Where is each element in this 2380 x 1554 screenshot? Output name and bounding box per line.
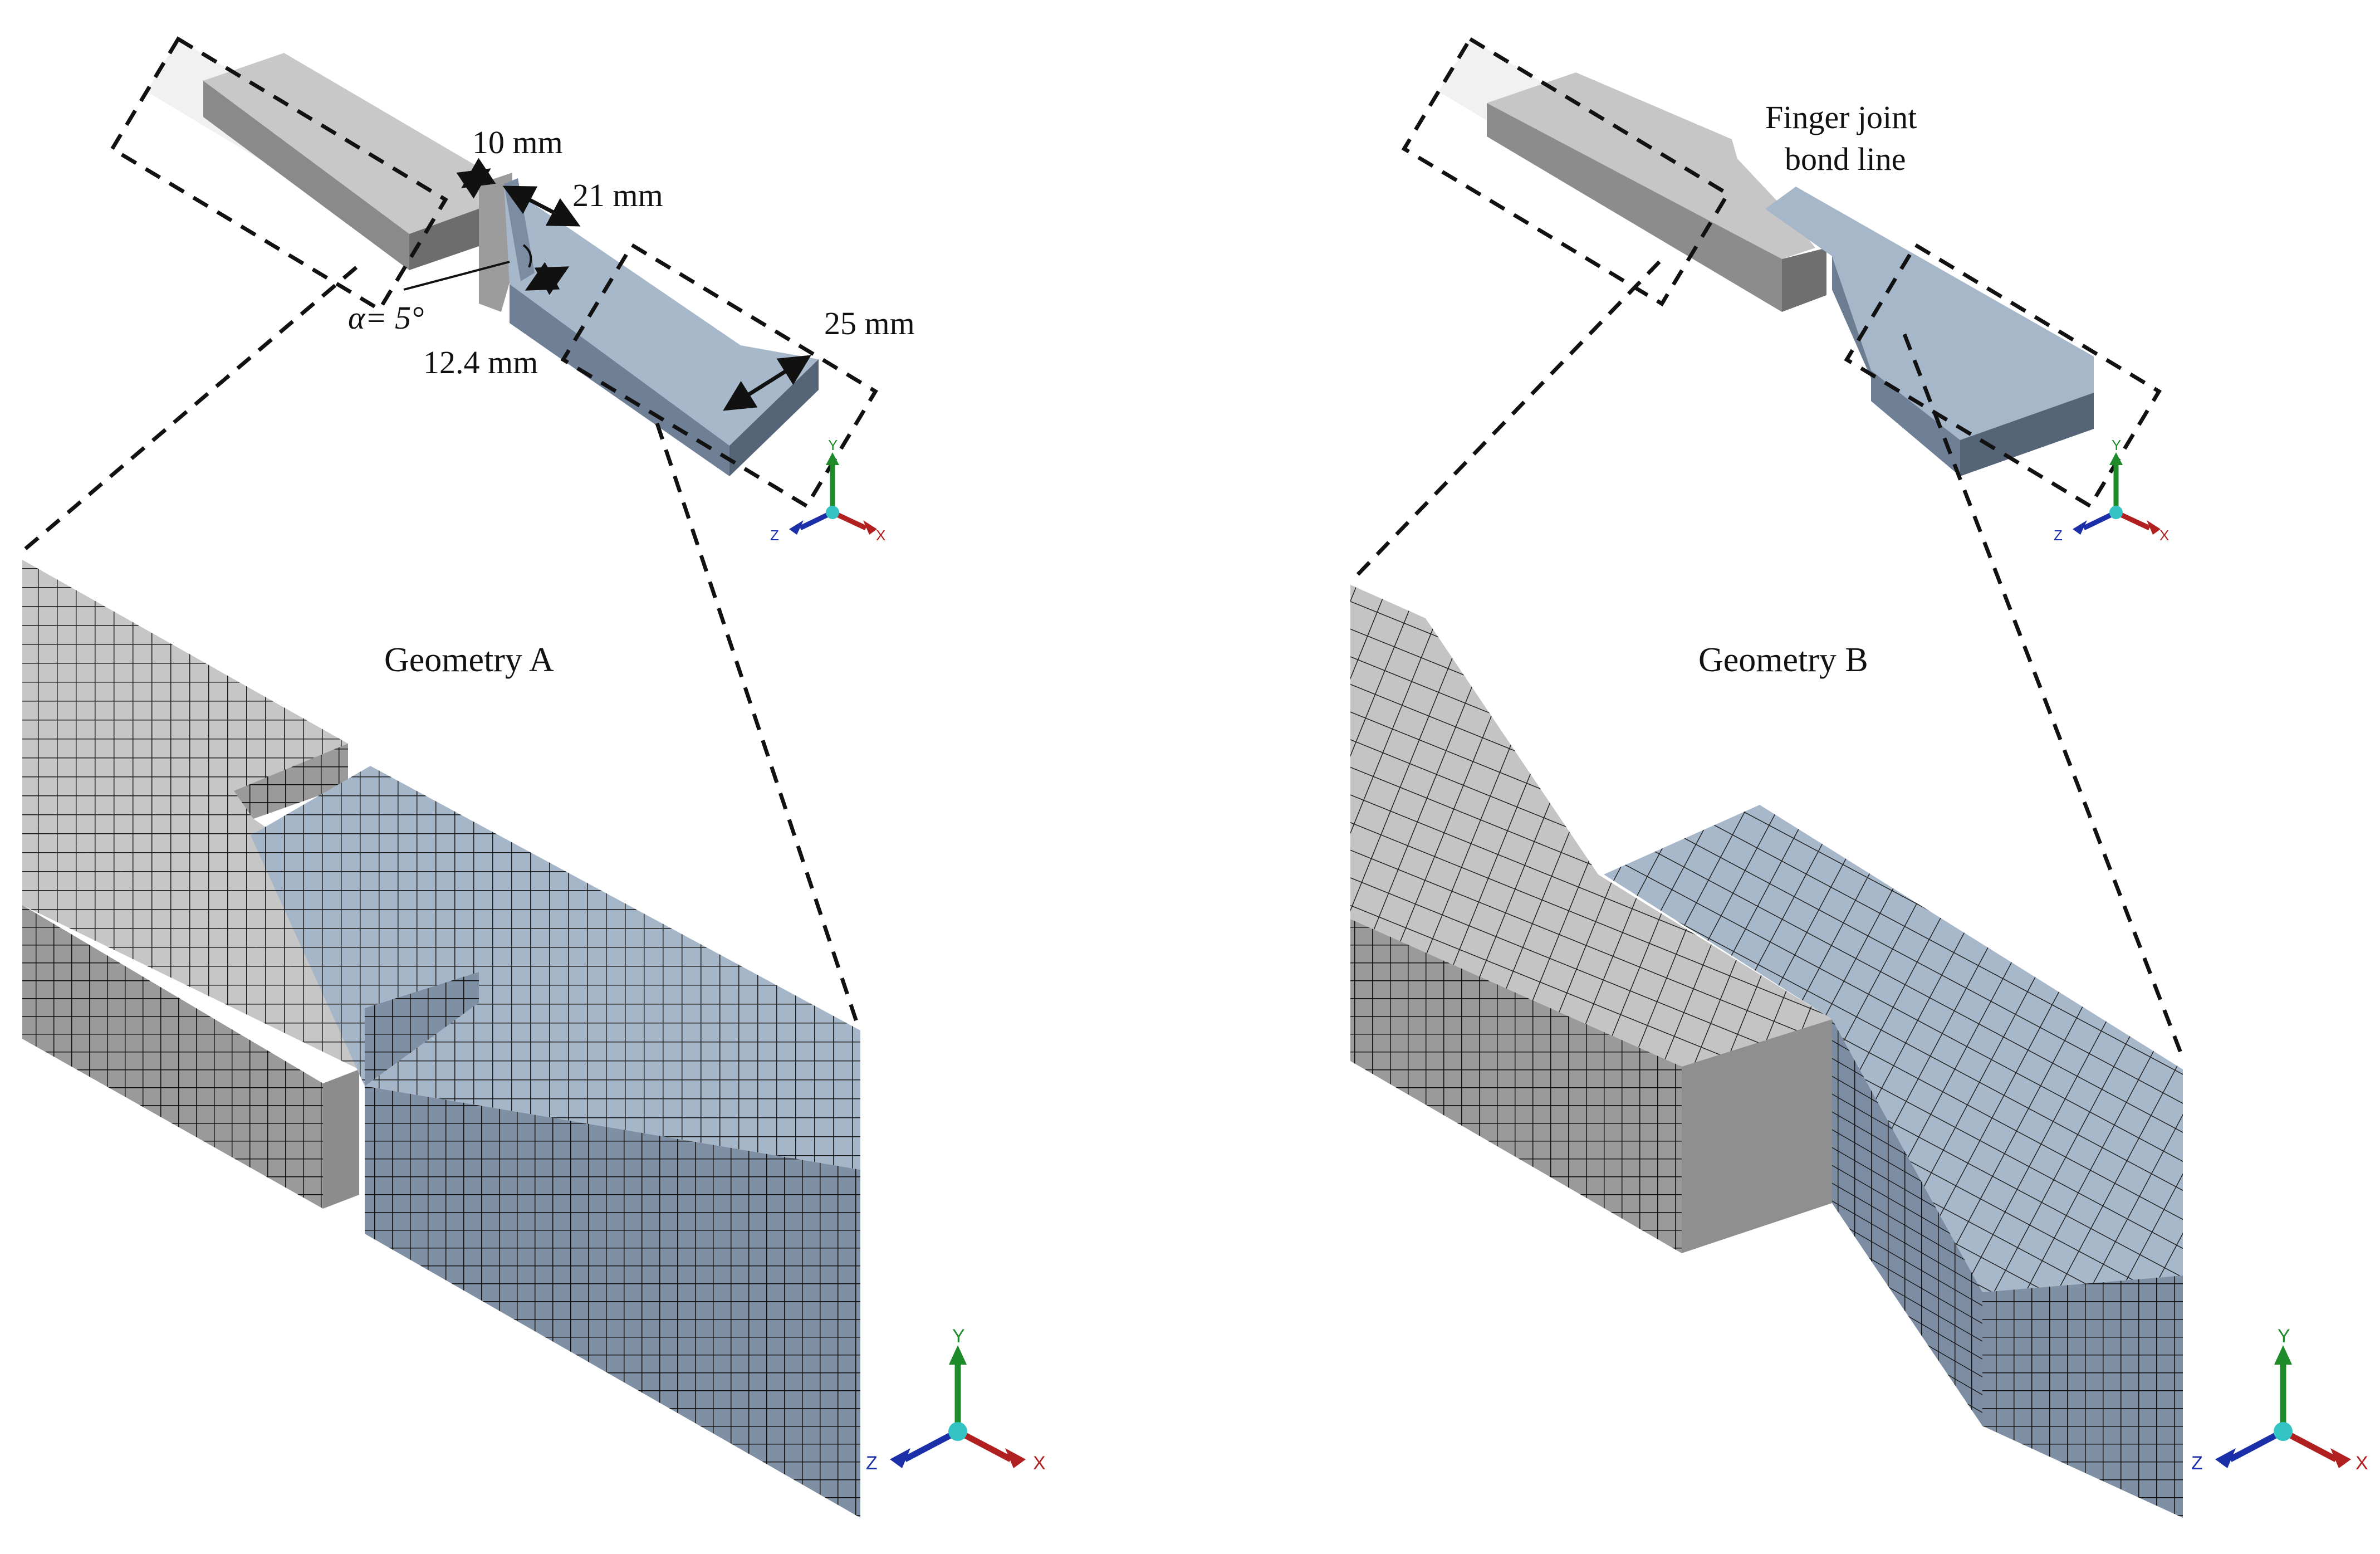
mesh-grey-top-b (1350, 585, 1832, 1067)
zoom-line-left-b (1351, 260, 1661, 581)
dashed-box-left-b (1401, 36, 1731, 307)
dashed-box-left-a (109, 36, 448, 312)
blue-joint-face-b (1832, 256, 1874, 384)
mesh-grey-front-b (1682, 1019, 1832, 1253)
grey-adherend-side-b (1487, 103, 1782, 312)
grey-adherend-front-b (1782, 248, 1826, 312)
alpha-leader-line (403, 261, 510, 291)
svg-text:Z: Z (770, 527, 779, 544)
svg-text:X: X (2159, 527, 2169, 544)
mesh-blue-top-a (251, 766, 860, 1170)
svg-text:X: X (2355, 1453, 2368, 1474)
svg-text:Z: Z (2191, 1453, 2203, 1474)
zoom-line-left-a (21, 266, 358, 553)
callout-bond-line: bond line (1785, 141, 1906, 177)
xyz-triad-icon: Y X Z (2191, 1326, 2368, 1474)
geometry-b-specimen (1438, 39, 2094, 476)
callout-finger-joint: Finger joint (1765, 99, 1917, 135)
double-arrow-icon (723, 355, 811, 411)
mesh-grey-front-a (323, 1069, 359, 1209)
mesh-blue-side-a (365, 1086, 860, 1518)
blue-adherend-side-b (1871, 370, 1960, 476)
blue-adherend-front-b (1960, 393, 2094, 476)
mesh-blue-side-b (1982, 1276, 2183, 1518)
geometry-a-mesh (22, 560, 860, 1518)
xyz-triad-icon: Y X Z (2054, 437, 2169, 544)
geometry-b-mesh (1350, 585, 2183, 1518)
geometry-a-specimen (146, 38, 819, 476)
svg-text:Z: Z (866, 1453, 878, 1474)
dim-alpha: α= 5° (348, 300, 424, 336)
svg-text:Y: Y (2278, 1326, 2290, 1347)
grey-adherend-top-b (1487, 72, 1815, 259)
grey-adherend-side-a (203, 81, 409, 270)
mesh-blue-top-b (1604, 805, 2183, 1292)
svg-text:Y: Y (2112, 437, 2121, 453)
dashed-box-right-b (1844, 242, 2162, 509)
mesh-blue-step-a (365, 972, 479, 1086)
svg-text:Z: Z (2054, 527, 2063, 544)
double-arrow-icon (456, 158, 496, 199)
geometry-b-title: Geometry B (1698, 641, 1868, 679)
zoom-line-right-a (655, 422, 860, 1026)
mesh-blue-joint-face-b (1832, 1019, 1982, 1426)
dashed-box-right-a (560, 242, 878, 509)
grey-adherend-front-a (409, 202, 498, 270)
svg-text:X: X (876, 527, 885, 544)
mesh-grey-side-a (22, 905, 323, 1209)
dim-21mm: 21 mm (572, 177, 663, 213)
svg-text:X: X (1033, 1453, 1046, 1474)
mesh-grey-lower-top-a (22, 816, 479, 1069)
dim-25mm: 25 mm (824, 305, 915, 341)
geometry-a-title: Geometry A (384, 641, 554, 679)
mesh-grey-step-a (234, 744, 348, 819)
svg-text:Y: Y (952, 1326, 965, 1347)
double-arrow-icon (525, 262, 570, 295)
svg-text:Y: Y (828, 437, 838, 453)
alpha-arc (522, 244, 532, 268)
dim-10mm: 10 mm (472, 124, 563, 160)
blue-adherend-top-b (1765, 187, 2094, 440)
mesh-grey-side-b (1350, 919, 1682, 1253)
zoom-line-right-b (1902, 333, 2185, 1059)
xyz-triad-icon: Y X Z (866, 1326, 1046, 1474)
xyz-triad-icon: Y X Z (770, 437, 885, 544)
dim-12-4mm: 12.4 mm (423, 344, 538, 380)
double-arrow-icon (502, 185, 581, 227)
